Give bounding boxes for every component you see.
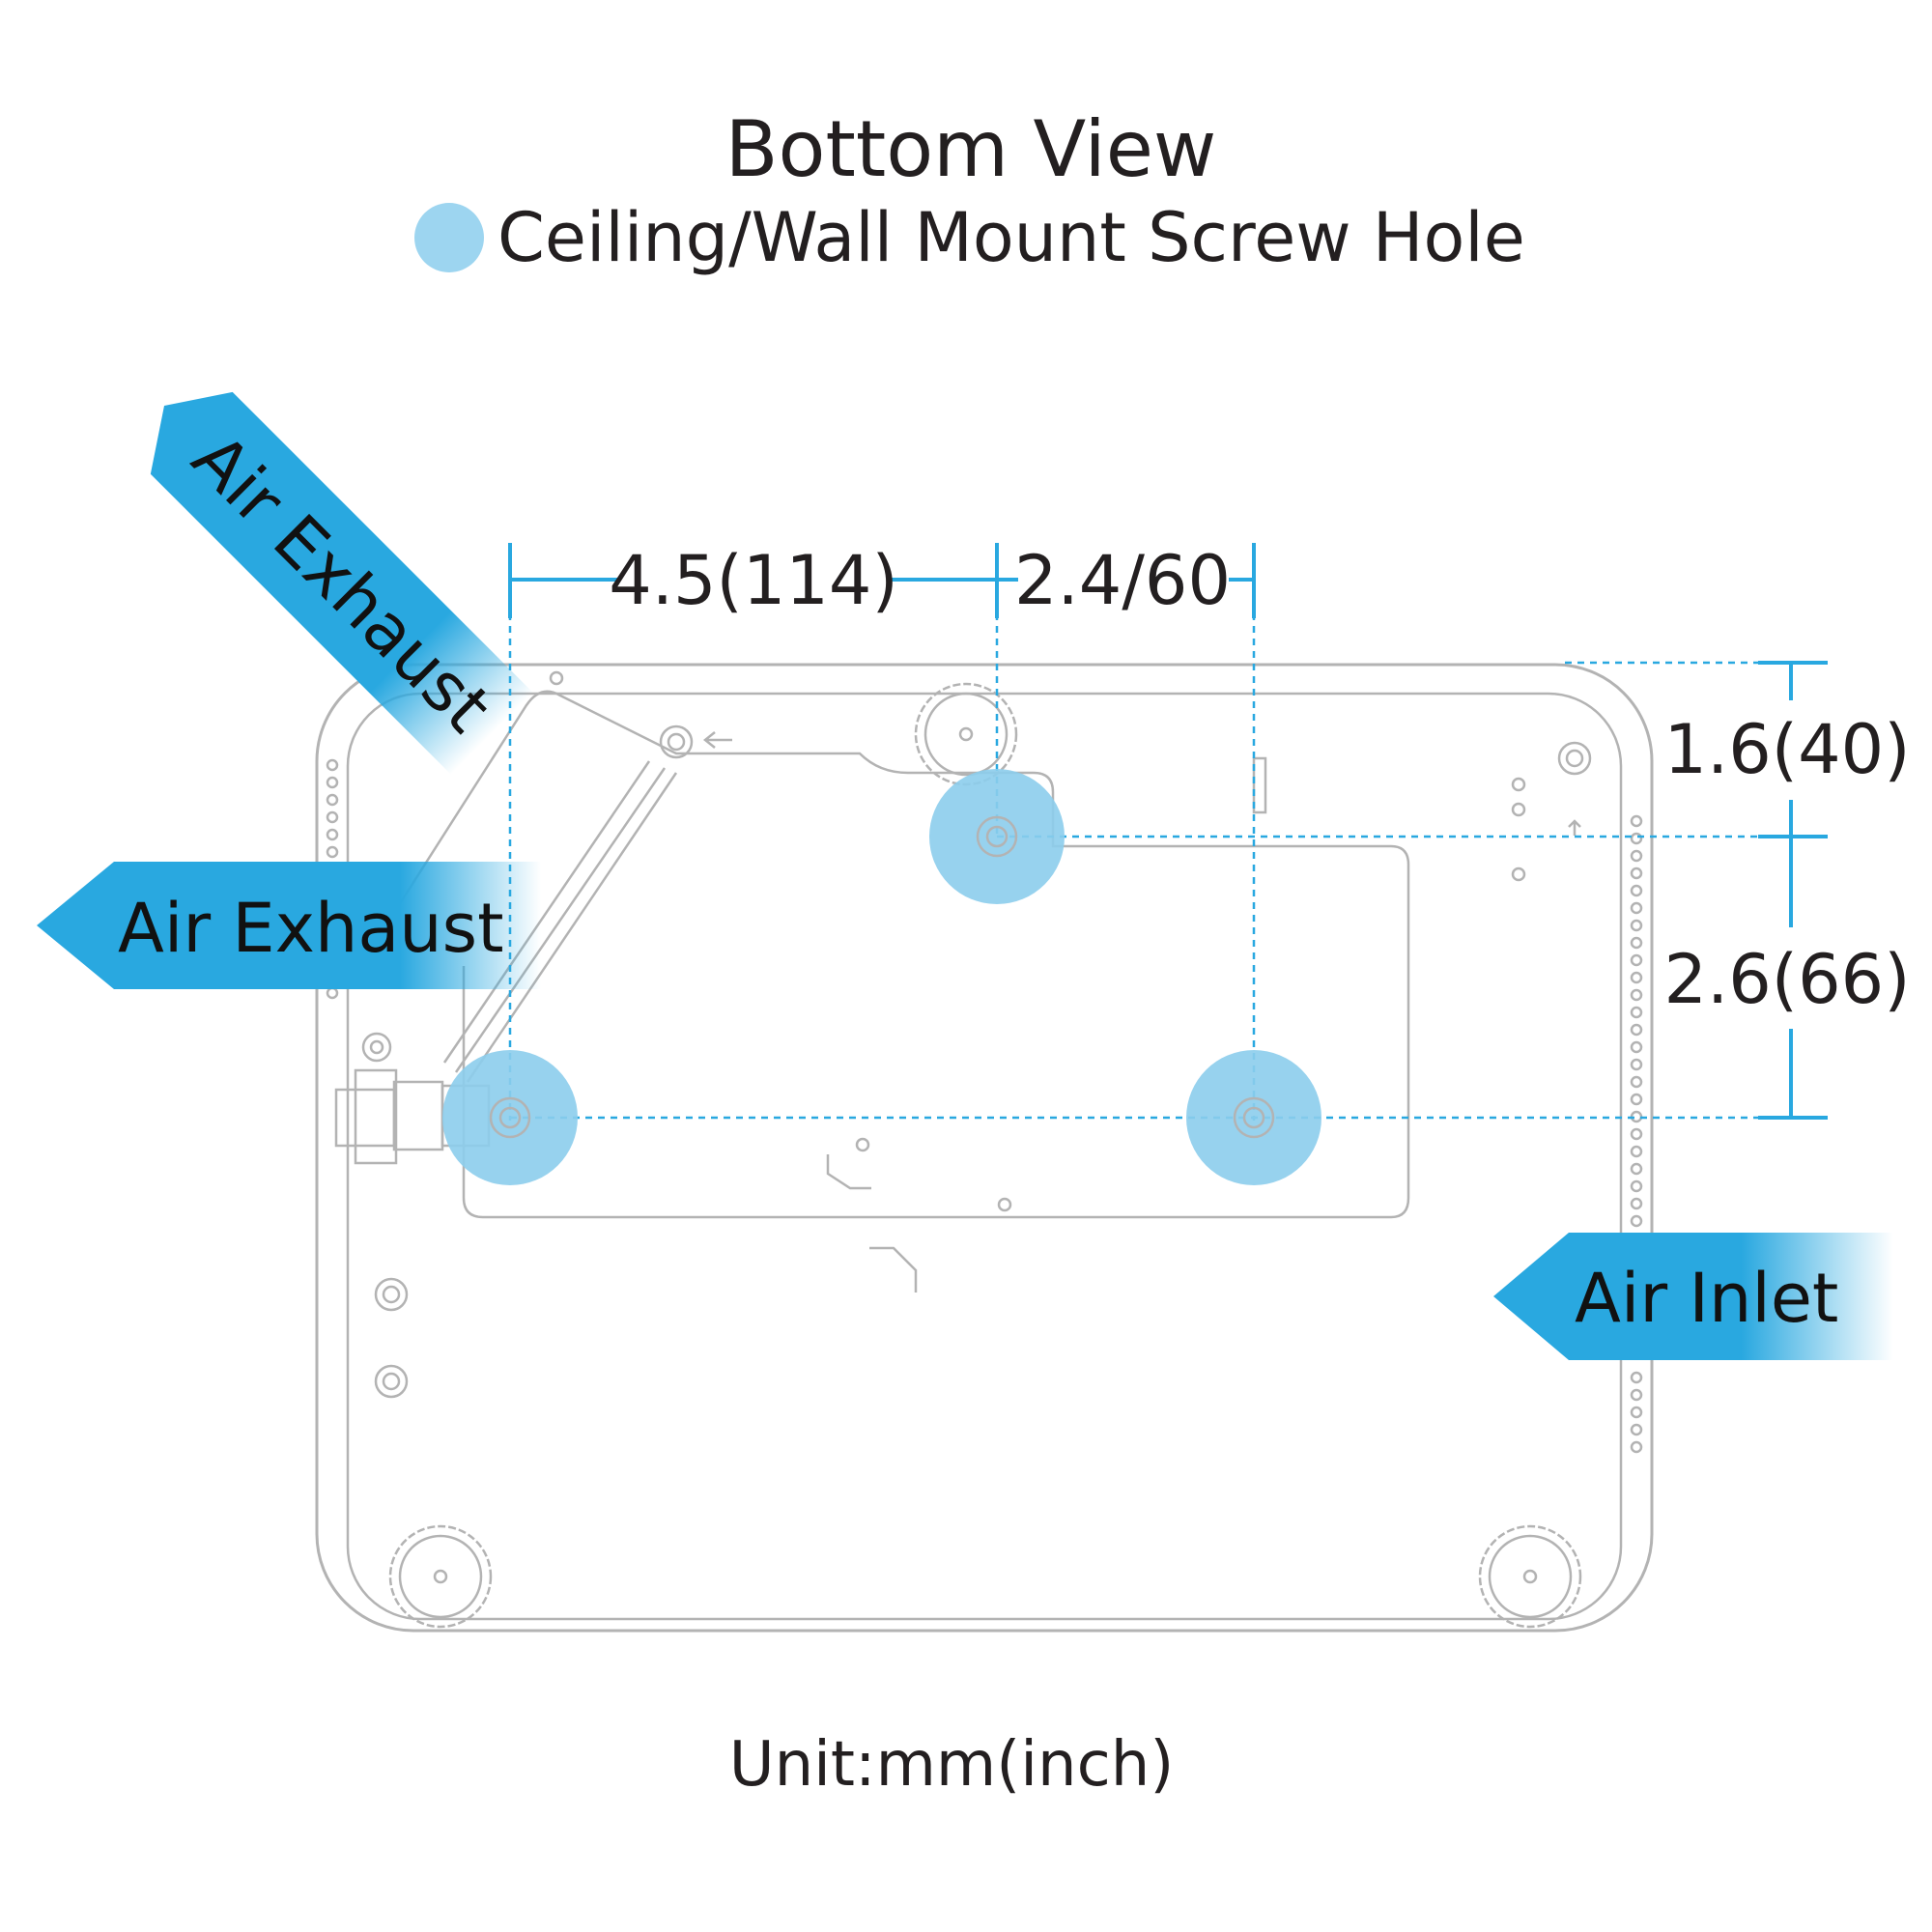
foot-bottom-left <box>388 1524 493 1629</box>
vent-hole <box>1630 953 1643 967</box>
vertical-dimension: 1.6(40) 2.6(66) <box>1663 661 1911 1120</box>
vent-hole <box>1630 971 1643 984</box>
vent-hole <box>1630 1145 1643 1158</box>
vent-hole <box>1630 884 1643 897</box>
vent-hole <box>1630 988 1643 1002</box>
air-inlet-label: Air Inlet <box>1575 1259 1838 1338</box>
vent-hole <box>1630 1006 1643 1019</box>
vent-hole <box>1630 1075 1643 1089</box>
vent-hole <box>1630 1040 1643 1054</box>
horizontal-dimension: 4.5(114) 2.4/60 <box>508 541 1256 620</box>
vent-hole <box>1630 919 1643 932</box>
vent-hole <box>1630 1423 1643 1436</box>
vent-hole <box>1630 1214 1643 1228</box>
vent-hole <box>1630 936 1643 950</box>
foot-bottom-right <box>1478 1524 1582 1629</box>
vent-hole <box>1630 867 1643 880</box>
vent-hole <box>1630 1058 1643 1071</box>
unit-note: Unit:mm(inch) <box>729 1729 1175 1801</box>
screw-hole-bottom-right <box>1186 1050 1321 1185</box>
vent-hole <box>1630 1197 1643 1210</box>
vent-hole <box>1630 1440 1643 1454</box>
vent-hole <box>1630 1406 1643 1419</box>
legend-label: Ceiling/Wall Mount Screw Hole <box>497 198 1525 277</box>
air-inlet-arrow: Air Inlet <box>1493 1233 1893 1360</box>
vent-hole <box>1630 1162 1643 1176</box>
vent-hole <box>1630 1388 1643 1402</box>
vent-hole <box>1630 901 1643 915</box>
air-exhaust-left-arrow: Air Exhaust <box>37 862 541 989</box>
page-title: Bottom View <box>725 104 1217 194</box>
air-exhaust-left-label: Air Exhaust <box>118 889 504 968</box>
screw-hole-bottom-left <box>442 1050 578 1185</box>
vent-hole <box>1630 1093 1643 1106</box>
dimension-label-vertical-bottom: 2.6(66) <box>1663 940 1910 1019</box>
vent-hole <box>1630 814 1643 828</box>
dimension-label-horizontal-left: 4.5(114) <box>609 541 898 620</box>
dimension-label-horizontal-right: 2.4/60 <box>1014 541 1231 620</box>
dimension-guides <box>508 551 1793 1121</box>
vent-hole <box>1630 832 1643 845</box>
vent-hole <box>1630 1023 1643 1037</box>
screw-hole-legend-icon <box>414 203 484 272</box>
vent-hole <box>1630 1371 1643 1384</box>
dimension-label-vertical-top: 1.6(40) <box>1663 710 1910 789</box>
screw-hole-top <box>929 769 1065 904</box>
vent-hole <box>1630 1127 1643 1141</box>
vent-hole <box>1630 1179 1643 1193</box>
vent-hole <box>1630 849 1643 863</box>
